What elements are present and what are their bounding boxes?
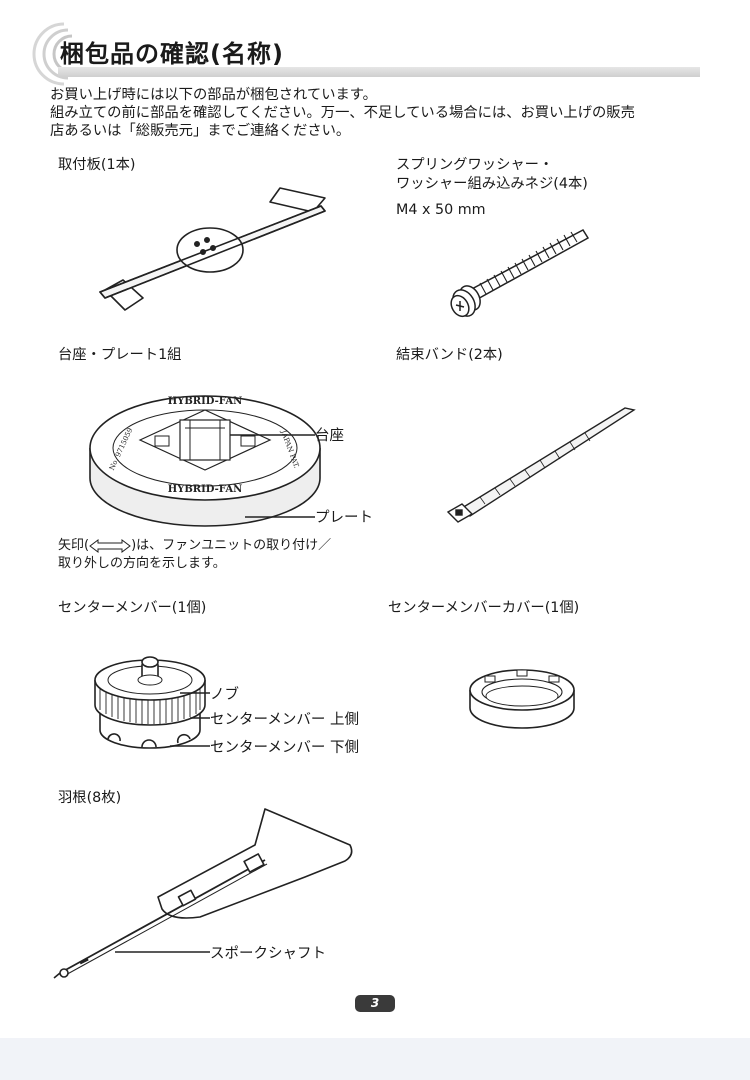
page-number: 3 [355, 995, 395, 1012]
emboss-bottom-text: HYBRID-FAN [168, 484, 242, 495]
callout-knob: ノブ [210, 687, 239, 703]
center-cover-illustration [469, 669, 575, 729]
washer-screw-spec: M4 x 50 mm [396, 202, 486, 218]
center-member-label: センターメンバー(1個) [58, 600, 207, 616]
blade-illustration [53, 808, 353, 979]
page-title: 梱包品の確認(名称) [60, 40, 284, 68]
double-arrow-icon [89, 538, 131, 553]
manual-page: 梱包品の確認(名称) お買い上げ時には以下の部品が梱包されています。 組み立ての… [32, 22, 710, 1012]
base-plate-label: 台座・プレート1組 [58, 347, 182, 363]
callout-line-shaft [115, 951, 210, 953]
washer-screw-label-line1: スプリングワッシャー・ [396, 157, 554, 173]
callout-shaft: スポークシャフト [210, 946, 326, 962]
mounting-plate-illustration [99, 187, 326, 311]
direction-note: 矢印( )は、ファンユニットの取り付け／ 取り外しの方向を示します。 [58, 537, 331, 573]
callout-upper: センターメンバー 上側 [210, 712, 360, 728]
center-cover-label: センターメンバーカバー(1個) [388, 600, 580, 616]
cable-tie-illustration [446, 407, 636, 523]
intro-text: お買い上げ時には以下の部品が梱包されています。 組み立ての前に部品を確認してくだ… [50, 86, 710, 140]
title-rule [58, 67, 700, 77]
callout-line-lower [170, 745, 210, 747]
note-prefix: 矢印( [58, 538, 90, 553]
emboss-top-text: HYBRID-FAN [168, 396, 242, 407]
intro-line-2: 組み立ての前に部品を確認してください。万一、不足している場合には、お買い上げの販… [50, 105, 635, 121]
callout-line-knob [180, 692, 210, 694]
viewer-bottom-band [0, 1038, 750, 1080]
mounting-plate-label: 取付板(1本) [58, 157, 136, 173]
center-member-illustration [94, 656, 206, 749]
intro-line-3: 店あるいは「総販売元」までご連絡ください。 [50, 123, 351, 139]
callout-base: 台座 [315, 428, 344, 444]
callout-line-plate [245, 516, 315, 518]
callout-line-base [230, 434, 315, 436]
note-line-2: 取り外しの方向を示します。 [58, 556, 226, 571]
intro-line-1: お買い上げ時には以下の部品が梱包されています。 [50, 87, 377, 103]
base-plate-illustration: HYBRID-FAN HYBRID-FAN No. 9715059 JAPAN … [89, 395, 321, 527]
callout-plate: プレート [315, 510, 373, 526]
note-suffix: )は、ファンユニットの取り付け／ [131, 538, 332, 553]
washer-screw-illustration [450, 229, 590, 318]
blade-label: 羽根(8枚) [58, 790, 122, 806]
callout-line-upper [190, 717, 210, 719]
callout-lower: センターメンバー 下側 [210, 740, 360, 756]
washer-screw-label-line2: ワッシャー組み込みネジ(4本) [396, 176, 588, 192]
cable-tie-label: 結束バンド(2本) [396, 347, 503, 363]
